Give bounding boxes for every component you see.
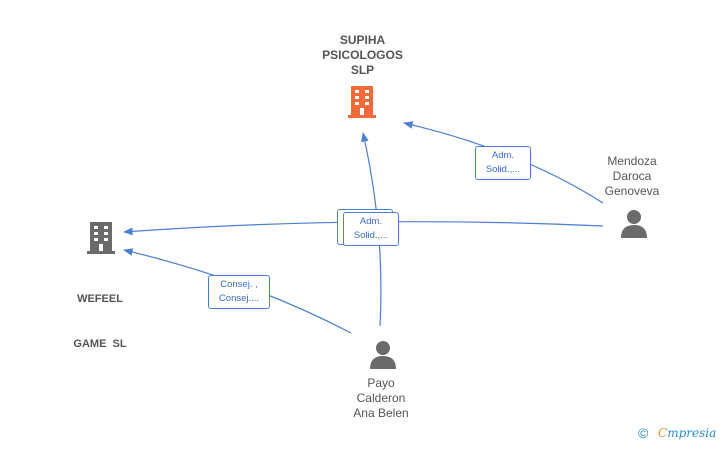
person-icon[interactable] xyxy=(368,339,398,369)
edge-label-line: Consej. , xyxy=(220,279,258,290)
edge-label-line: Adm. xyxy=(359,216,383,227)
brand-rest: mpresia xyxy=(667,426,717,440)
person-name-line: Calderon xyxy=(356,391,406,405)
edge-label-line: Consej.... xyxy=(218,293,260,304)
person-name-payo[interactable]: Payo Calderon Ana Belen xyxy=(330,376,432,421)
building-icon[interactable] xyxy=(85,220,117,254)
edge-label-center[interactable]: Adm. Solid.,... xyxy=(343,212,399,246)
company-name-line: SUPIHA xyxy=(339,33,386,47)
edge-label-mendoza-supiha[interactable]: Adm. Solid.,... xyxy=(475,146,531,180)
empresia-logo[interactable]: © Cmpresia xyxy=(638,425,728,444)
person-name-line: Genoveva xyxy=(604,184,660,198)
company-name-supiha[interactable]: SUPIHA PSICOLOGOS SLP xyxy=(300,33,425,78)
person-icon[interactable] xyxy=(619,208,649,238)
company-name-line: SLP xyxy=(350,63,375,77)
person-name-mendoza[interactable]: Mendoza Daroca Genoveva xyxy=(582,154,682,199)
company-name-line: PSICOLOGOS xyxy=(322,48,403,62)
copyright-symbol: © xyxy=(638,425,649,441)
company-name-wefeel[interactable]: WEFEEL GAME SL xyxy=(55,262,145,367)
edge-label-line: Solid.,... xyxy=(485,164,521,175)
person-name-line: Payo xyxy=(367,376,395,390)
company-name-line: GAME SL xyxy=(73,338,127,350)
person-name-line: Mendoza xyxy=(607,154,657,168)
edge-label-payo-wefeel[interactable]: Consej. , Consej.... xyxy=(208,275,270,309)
person-name-line: Ana Belen xyxy=(353,406,409,420)
building-icon[interactable] xyxy=(346,84,378,118)
brand-name: Cmpresia xyxy=(658,426,716,440)
company-name-line: WEFEEL xyxy=(77,293,123,305)
brand-initial: C xyxy=(658,426,668,440)
edge-label-line: Adm. xyxy=(491,150,515,161)
edge-label-line: Solid.,... xyxy=(353,230,389,241)
person-name-line: Daroca xyxy=(612,169,652,183)
